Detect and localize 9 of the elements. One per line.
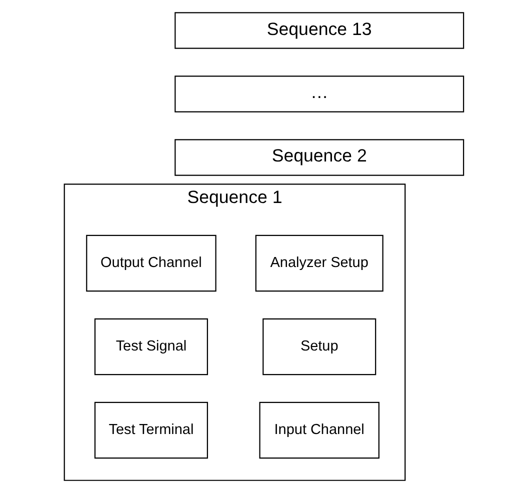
node-box: Test Signal — [94, 318, 208, 376]
node-box: … — [174, 76, 464, 112]
node-box: Input Channel — [258, 402, 379, 459]
node-box: Setup — [262, 318, 376, 376]
node-box: Sequence 13 — [174, 12, 464, 49]
node-box: Output Channel — [86, 234, 216, 292]
node-box: Test Terminal — [94, 402, 208, 459]
node-box: Analyzer Setup — [254, 234, 383, 292]
node-box: Sequence 2 — [174, 139, 464, 176]
